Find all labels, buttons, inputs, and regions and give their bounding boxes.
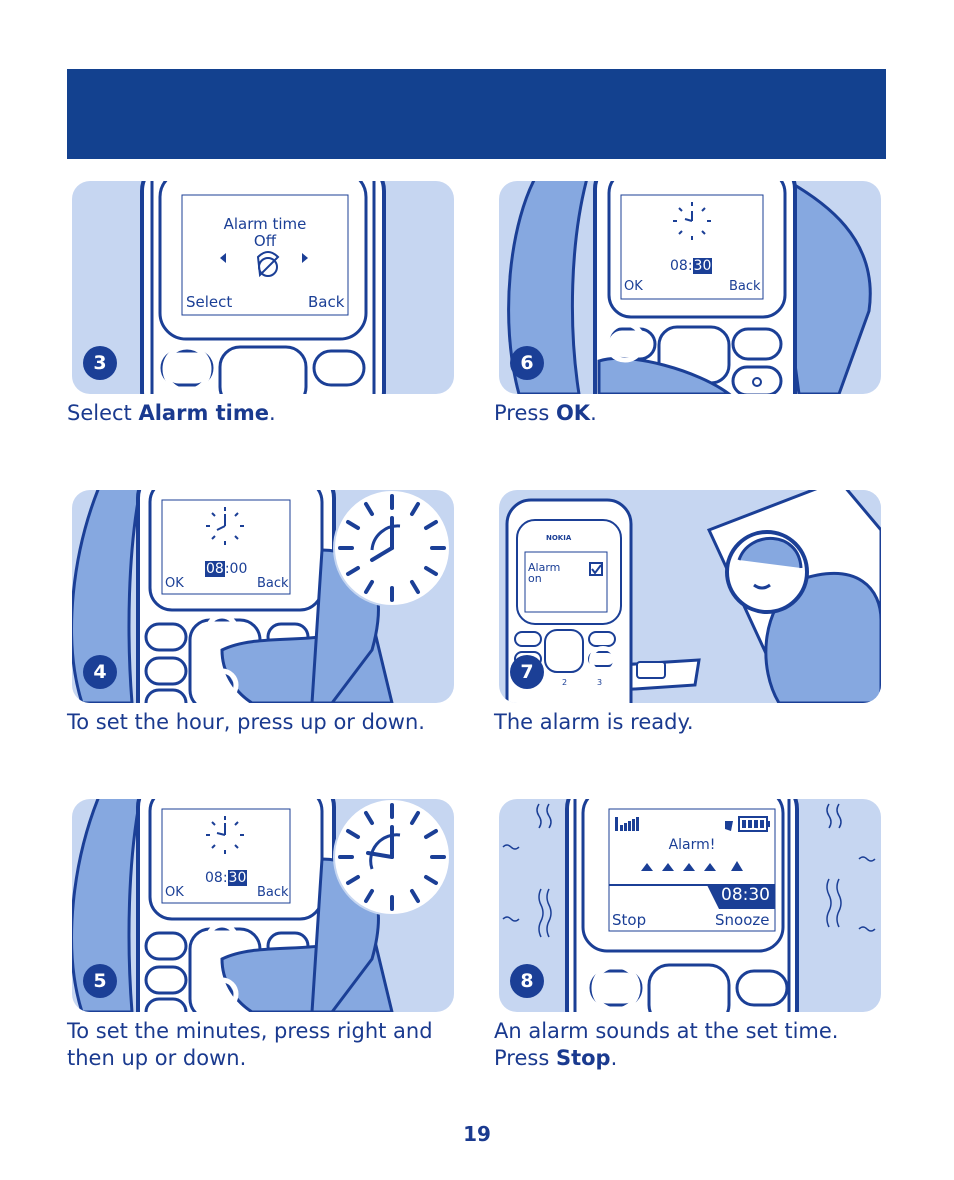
step-5-illustration: 08:30 OK Back 5 (72, 799, 454, 1012)
step-3-illustration: Alarm time Off Select Back 3 (72, 181, 454, 394)
softkey-left: OK (165, 885, 184, 900)
step-8-illustration: Alarm! 08:30 Stop Snooze 8 (499, 799, 881, 1012)
step-number-badge: 8 (510, 964, 544, 998)
step-7-illustration: NOKIA Alarm on 2 3 7 (499, 490, 881, 703)
softkey-right: Back (729, 279, 761, 294)
alarm-title: Alarm! (668, 837, 716, 853)
step-7-caption: The alarm is ready. (494, 710, 694, 734)
softkey-right: Back (257, 576, 289, 591)
stop-softkey: Stop (612, 911, 647, 929)
step-6-illustration: 08:30 OK Back 6 (499, 181, 881, 394)
time-display: 08:30 (205, 870, 248, 886)
time-display: 08:00 (205, 561, 248, 577)
step-4-caption: To set the hour, press up or down. (67, 710, 425, 734)
screen-line-2: on (528, 572, 542, 585)
screen-value: Off (253, 232, 277, 250)
step-number-badge: 7 (510, 655, 544, 689)
snooze-softkey: Snooze (715, 911, 770, 929)
key-label: 2 (562, 678, 568, 687)
softkey-right: Back (257, 885, 289, 900)
step-4-illustration: 08:00 OK Back 4 (72, 490, 454, 703)
step-number-badge: 6 (510, 346, 544, 380)
step-8-caption: An alarm sounds at the set time.Press St… (494, 1019, 839, 1070)
screen-title: Alarm time (223, 215, 307, 233)
time-display: 08:30 (670, 258, 713, 274)
brand-logo: NOKIA (546, 534, 572, 542)
step-number-badge: 4 (83, 655, 117, 689)
key-label: 3 (597, 678, 603, 687)
screen-line-1: Alarm (528, 561, 561, 574)
softkey-left: Select (186, 293, 233, 311)
step-6-caption: Press OK. (494, 401, 597, 425)
step-3-caption: Select Alarm time. (67, 401, 276, 425)
alarm-time: 08:30 (721, 885, 770, 905)
softkey-left: OK (165, 576, 184, 591)
step-number-badge: 3 (83, 346, 117, 380)
softkey-left: OK (624, 279, 643, 294)
step-number-badge: 5 (83, 964, 117, 998)
page-number: 19 (463, 1122, 491, 1146)
softkey-right: Back (308, 293, 345, 311)
header-banner (67, 69, 886, 159)
